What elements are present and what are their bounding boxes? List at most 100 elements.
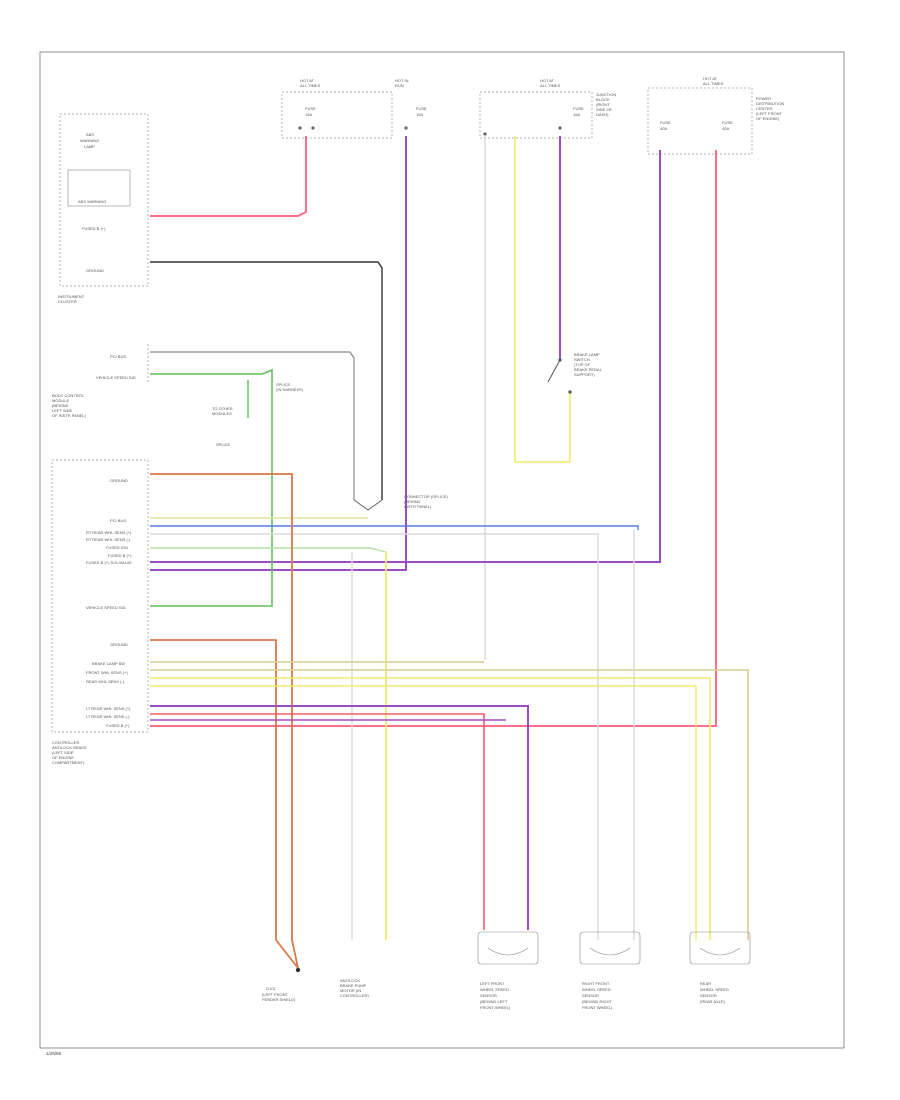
svg-text:MOTOR (IN: MOTOR (IN (340, 988, 361, 993)
wire-pci-bus-bcm (150, 351, 355, 500)
svg-text:SENSOR: SENSOR (700, 993, 717, 998)
power-distribution-center-fuse-box: HOT AT ALL TIMES FUSE 40A FUSE 40A POWER… (647, 76, 784, 155)
left-rear-wheel-speed-sensor: LEFT FRONT WHEEL SPEED SENSOR (BEHIND LE… (477, 931, 539, 1010)
svg-text:FUSED IGN: FUSED IGN (106, 545, 128, 550)
svg-text:(LEFT SIDE: (LEFT SIDE (52, 750, 74, 755)
svg-text:G101: G101 (266, 986, 277, 991)
svg-text:(LEFT FRONT: (LEFT FRONT (756, 111, 782, 116)
hot-at-all-times-fuse-box-2: HOT AT ALL TIMES FUSE 15A JUNCTION BLOCK… (479, 78, 616, 139)
wire-yellow-rear-sensor (150, 685, 697, 940)
svg-text:40A: 40A (722, 126, 729, 131)
svg-text:COMPARTMENT): COMPARTMENT) (52, 760, 85, 765)
svg-text:FRONT WHEEL): FRONT WHEEL) (480, 1005, 511, 1010)
svg-text:MODULES: MODULES (212, 411, 232, 416)
svg-text:FUSE: FUSE (573, 106, 584, 111)
svg-text:FRONT WHL SENS (+): FRONT WHL SENS (+) (86, 670, 128, 675)
svg-text:FRONT WHEEL): FRONT WHEEL) (582, 1005, 613, 1010)
svg-text:POWER: POWER (756, 96, 771, 101)
wire-violet-lr-sensor (150, 705, 529, 930)
svg-text:WHEEL SPEED: WHEEL SPEED (480, 987, 509, 992)
svg-text:CLUSTER: CLUSTER (58, 299, 77, 304)
svg-text:FUSE: FUSE (660, 120, 671, 125)
ground-point (295, 967, 301, 973)
svg-text:BLOCK: BLOCK (596, 97, 610, 102)
svg-text:WARNING: WARNING (80, 138, 99, 143)
svg-text:MODULE: MODULE (52, 398, 69, 403)
wire-pink-pdc-feed (150, 150, 717, 727)
svg-text:(BEHIND RIGHT: (BEHIND RIGHT (582, 999, 613, 1004)
svg-text:CONTROLLER): CONTROLLER) (340, 993, 369, 998)
instrument-cluster: ABS WARNING LAMP ABS WARNING FUSED B (+)… (58, 113, 149, 304)
svg-text:15A: 15A (305, 112, 312, 117)
footer-code: 1/29/98 (46, 1051, 62, 1056)
svg-text:TO OTHER: TO OTHER (212, 406, 233, 411)
svg-text:LT REAR WHL SENS (-): LT REAR WHL SENS (-) (86, 714, 130, 719)
wire-yellow-brake-switch-out (515, 392, 571, 463)
wire-orange-ground-bottom (150, 639, 299, 969)
svg-text:BRAKE PEDAL: BRAKE PEDAL (574, 367, 603, 372)
svg-text:GROUND: GROUND (86, 268, 104, 273)
svg-text:VEHICLE SPEED SIG: VEHICLE SPEED SIG (86, 605, 126, 610)
wire-white-rr-sensor (150, 533, 599, 940)
svg-text:SPLICE: SPLICE (216, 442, 231, 447)
svg-text:(BEHIND: (BEHIND (404, 499, 421, 504)
svg-text:PCI BUS: PCI BUS (110, 354, 126, 359)
svg-text:HOT AT: HOT AT (540, 78, 555, 83)
svg-text:BODY CONTROL: BODY CONTROL (52, 393, 85, 398)
diagram-frame (39, 51, 845, 1049)
svg-text:ALL TIMES: ALL TIMES (300, 83, 321, 88)
svg-text:ANTILOCK: ANTILOCK (340, 978, 360, 983)
svg-text:HOT IN: HOT IN (395, 78, 409, 83)
svg-text:(REAR AXLE): (REAR AXLE) (700, 999, 726, 1004)
svg-text:ALL TIMES: ALL TIMES (540, 83, 561, 88)
svg-text:OF ENGINE: OF ENGINE (52, 755, 74, 760)
svg-text:(LEFT FRONT: (LEFT FRONT (262, 992, 288, 997)
wire-black-cluster-ground (150, 261, 383, 500)
svg-text:RT REAR WHL SENS (-): RT REAR WHL SENS (-) (86, 537, 131, 542)
svg-text:ALL TIMES: ALL TIMES (703, 81, 724, 86)
svg-text:(TOP OF: (TOP OF (574, 362, 591, 367)
svg-text:RIGHT FRONT: RIGHT FRONT (582, 981, 610, 986)
svg-text:FENDER SHIELD): FENDER SHIELD) (262, 997, 296, 1002)
svg-text:WHEEL SPEED: WHEEL SPEED (582, 987, 611, 992)
svg-text:SPLICE: SPLICE (276, 382, 291, 387)
svg-text:SENSOR: SENSOR (582, 993, 599, 998)
wire-green-vss (150, 368, 273, 607)
svg-text:DISTRIBUTION: DISTRIBUTION (756, 101, 784, 106)
abs-pump-motor: ANTILOCK BRAKE PUMP MOTOR (IN CONTROLLER… (340, 978, 369, 998)
svg-text:BRAKE LAMP: BRAKE LAMP (574, 352, 600, 357)
controller-antilock-brake: GROUND PCI BUS RT REAR WHL SENS (+) RT R… (51, 459, 149, 765)
svg-text:SWITCH: SWITCH (574, 357, 590, 362)
svg-text:FUSE: FUSE (722, 120, 733, 125)
wire-tan-front-sensor (150, 669, 749, 940)
svg-text:DASH): DASH) (596, 112, 609, 117)
svg-text:HOT AT: HOT AT (703, 76, 718, 81)
svg-text:SENSOR: SENSOR (480, 993, 497, 998)
hot-in-run-fuse-box: HOT IN RUN FUSE 15A (395, 78, 427, 130)
body-control-module: PCI BUS VEHICLE SPEED SIG BODY CONTROL M… (52, 344, 149, 418)
wire-violet-fused-ign (150, 136, 407, 571)
svg-text:REAR: REAR (700, 981, 711, 986)
svg-text:CENTER: CENTER (756, 106, 773, 111)
svg-text:ABS WARNING: ABS WARNING (78, 199, 106, 204)
right-front-wheel-speed-sensor: RIGHT FRONT WHEEL SPEED SENSOR (BEHIND R… (579, 931, 641, 1010)
svg-text:FUSED B (+): FUSED B (+) (108, 553, 132, 558)
svg-text:WHEEL SPEED: WHEEL SPEED (700, 987, 729, 992)
svg-text:OF ENGINE): OF ENGINE) (756, 116, 780, 121)
svg-text:CONNECTOR (SPLICE): CONNECTOR (SPLICE) (404, 494, 448, 499)
svg-text:ANTILOCK BRAKE: ANTILOCK BRAKE (52, 745, 87, 750)
wire-red-lr-sensor (150, 713, 485, 930)
svg-text:FUSE: FUSE (305, 106, 316, 111)
svg-text:15A: 15A (573, 112, 580, 117)
svg-text:RT REAR WHL SENS (+): RT REAR WHL SENS (+) (86, 530, 132, 535)
svg-text:(BEHIND LEFT: (BEHIND LEFT (480, 999, 508, 1004)
svg-text:LT REAR WHL SENS (+): LT REAR WHL SENS (+) (86, 706, 131, 711)
svg-text:LAMP: LAMP (84, 144, 95, 149)
svg-text:LEFT SIDE: LEFT SIDE (52, 408, 72, 413)
svg-text:PCI BUS: PCI BUS (110, 518, 126, 523)
svg-text:SUPPORT): SUPPORT) (574, 372, 595, 377)
rear-wheel-speed-sensor: REAR WHEEL SPEED SENSOR (REAR AXLE) (689, 931, 751, 1004)
svg-text:ABS: ABS (86, 132, 94, 137)
wire-blue-rr-sensor (150, 525, 639, 530)
